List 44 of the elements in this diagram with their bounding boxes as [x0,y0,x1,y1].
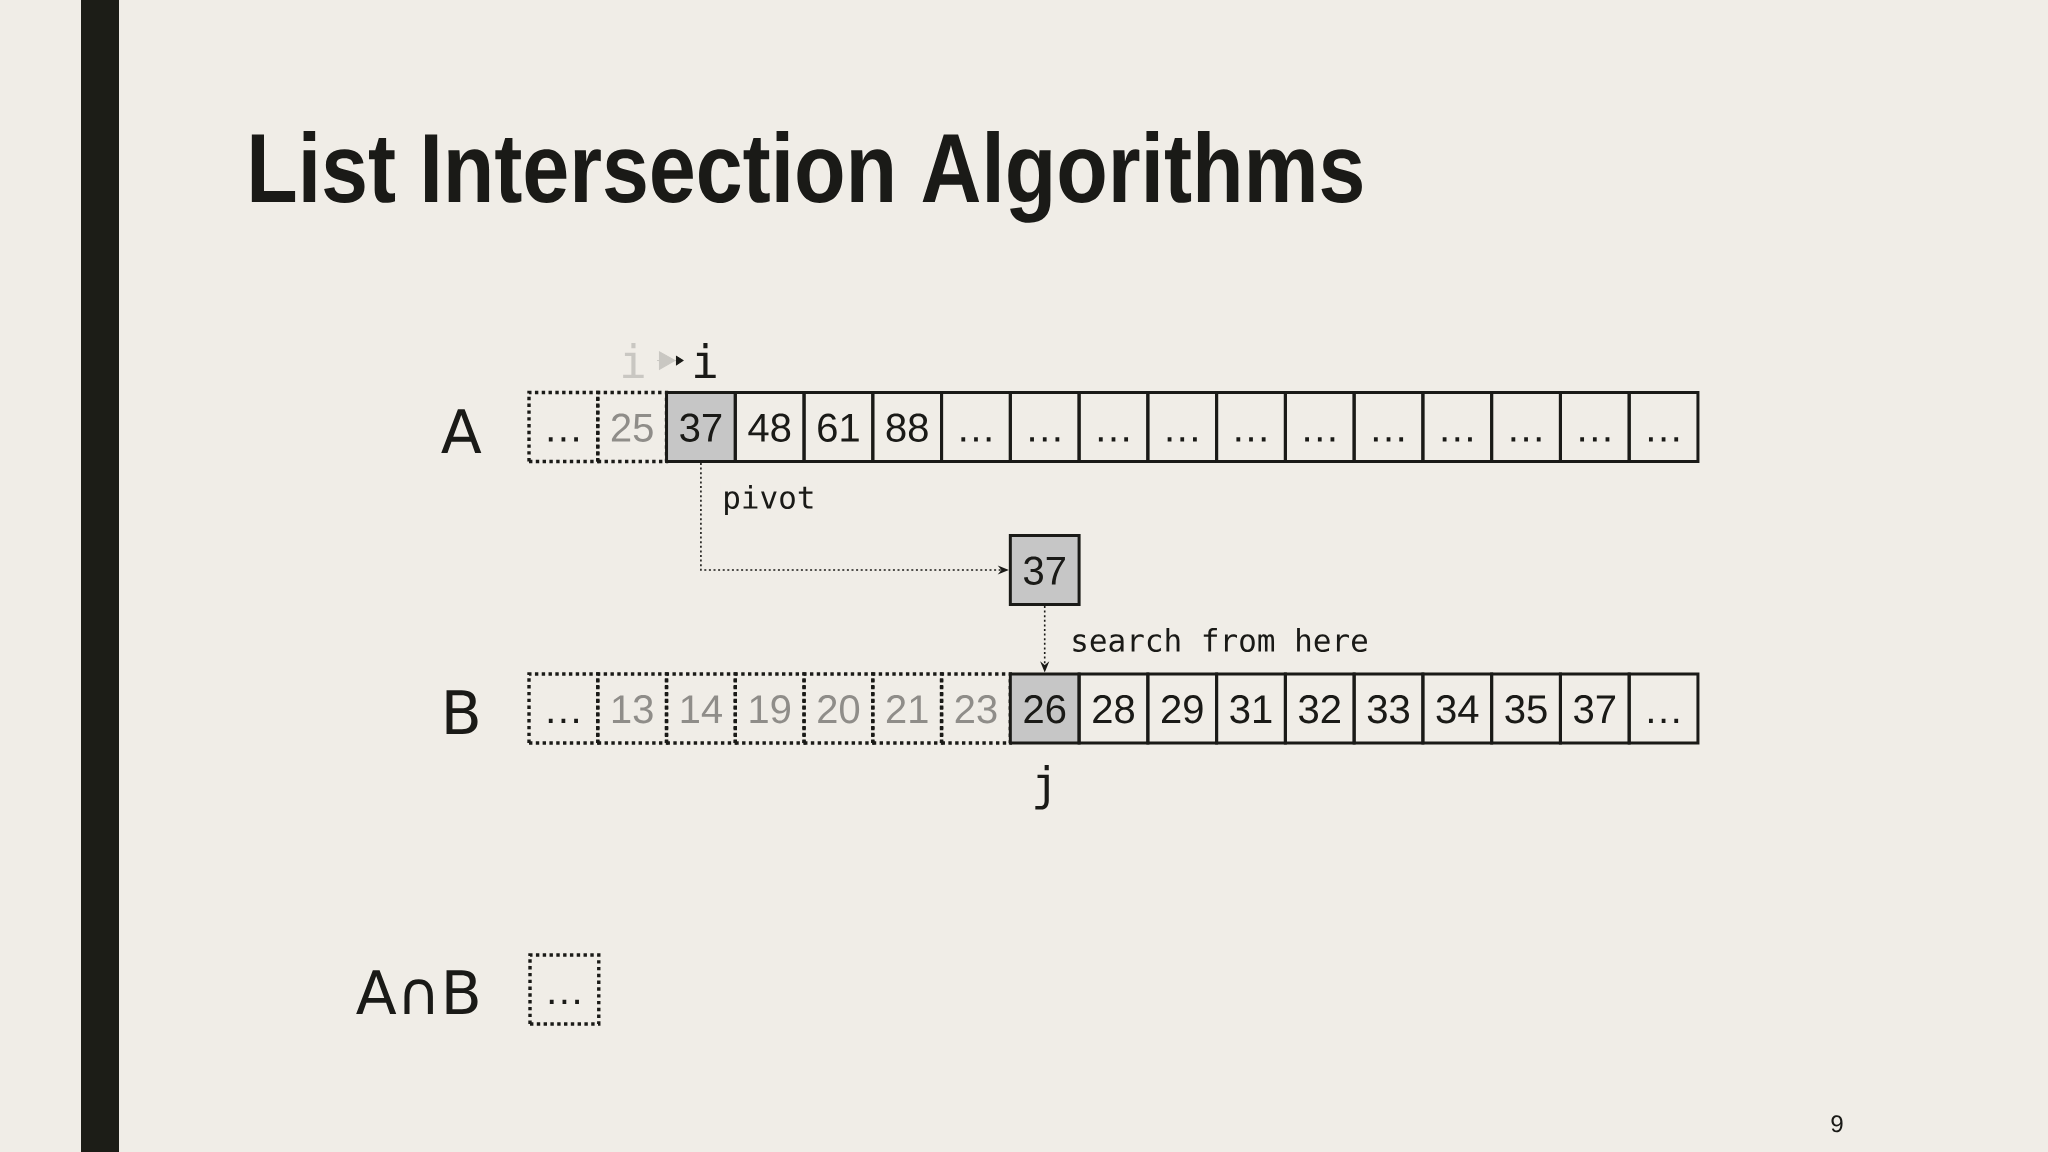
array-cell: 19 [733,672,806,745]
array-cell: 32 [1283,672,1356,745]
array-cell: … [1215,391,1287,463]
array-cell: … [528,953,601,1026]
array-cell: … [527,672,600,745]
array-cell: 20 [802,672,875,745]
row-label: A [441,409,482,453]
array-cell: 61 [802,391,875,463]
arrow [656,351,684,370]
array-cell: 26 [1008,672,1081,745]
edge-label: search from here [1068,626,1371,654]
array-cell: … [1627,391,1700,463]
edge-label: pivot [720,483,818,517]
array-cell: … [527,390,600,464]
array-cell: 14 [664,672,737,745]
array-cell: 13 [596,672,669,745]
array-cell: … [1558,391,1631,463]
page-number: 9 [1831,1115,1843,1133]
title: List Intersection Algorithms [251,131,1362,223]
row-label: B [446,690,478,734]
array-cell: … [1283,391,1356,463]
array-cell: … [940,391,1012,463]
pointer-label: j [1035,765,1049,810]
value-box: 37 [1008,534,1081,606]
array-cell: … [1421,391,1494,463]
array-cell: 28 [1077,672,1150,745]
pointer-label: i [695,343,716,378]
side-bar [81,0,119,1152]
array-cell: 35 [1490,672,1562,745]
array-cell: 31 [1215,672,1287,745]
array-cell: 88 [871,391,944,463]
array-cell: 21 [871,672,944,745]
array-cell: 29 [1146,672,1219,745]
array-cell: 48 [733,391,806,463]
array-cell: 37 [1558,672,1631,745]
array-cell: … [1008,391,1081,463]
array-cell: 34 [1421,672,1494,745]
array-cell: … [1352,391,1425,463]
array-cell: … [1077,391,1150,463]
array-cell: 33 [1352,672,1425,745]
array-cell: … [1146,391,1219,463]
array-cell: … [1627,672,1700,745]
array-cell: 37 [665,391,737,463]
array-cell: … [1490,391,1562,463]
